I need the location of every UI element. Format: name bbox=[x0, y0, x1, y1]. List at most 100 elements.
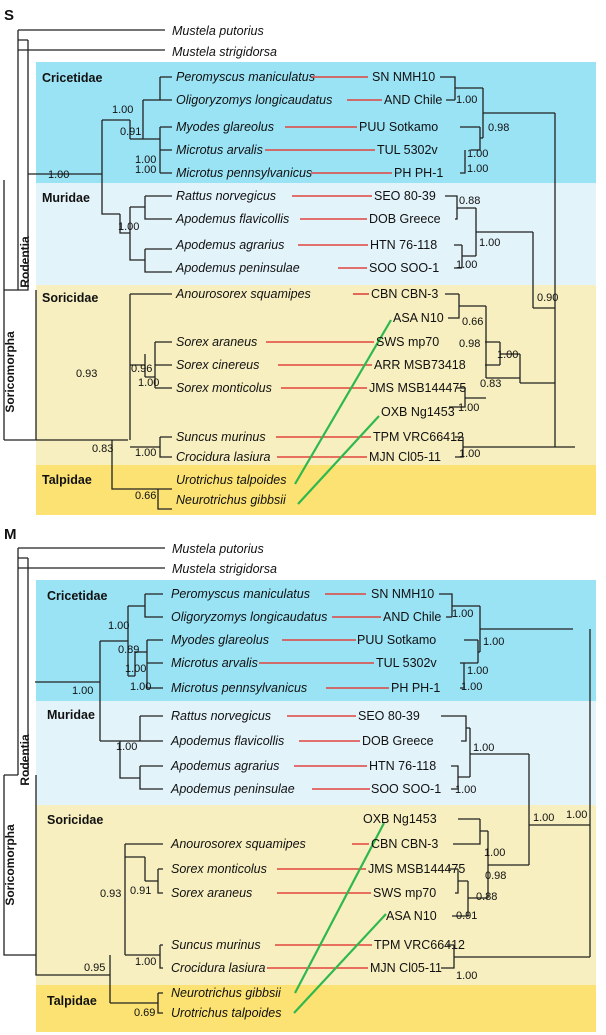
host-name: Neurotrichus gibbsii bbox=[171, 986, 282, 1000]
support-value: 1.00 bbox=[473, 742, 494, 754]
order-label-soricomorpha: Soricomorpha bbox=[3, 824, 17, 906]
support-value: 1.00 bbox=[116, 741, 137, 753]
support-value: 0.90 bbox=[537, 292, 558, 304]
family-label-soricidae: Soricidae bbox=[42, 291, 98, 305]
support-value: 1.00 bbox=[112, 104, 133, 116]
host-name: Microtus pennsylvanicus bbox=[176, 166, 312, 180]
family-label-cricetidae: Cricetidae bbox=[47, 589, 107, 603]
support-value: 0.89 bbox=[118, 644, 139, 656]
virus-name: JMS MSB144475 bbox=[369, 381, 466, 395]
support-value: 1.00 bbox=[483, 636, 504, 648]
support-value: 1.00 bbox=[135, 447, 156, 459]
support-value: 1.00 bbox=[135, 164, 156, 176]
support-value: 0.98 bbox=[459, 338, 480, 350]
support-value: 1.00 bbox=[479, 237, 500, 249]
support-value: 1.00 bbox=[461, 681, 482, 693]
family-label-muridae: Muridae bbox=[42, 191, 90, 205]
support-value: 1.00 bbox=[118, 221, 139, 233]
talpidae-band bbox=[36, 465, 596, 515]
support-value: 0.69 bbox=[134, 1007, 155, 1019]
host-name: Urotrichus talpoides bbox=[171, 1006, 281, 1020]
virus-name: OXB Ng1453 bbox=[363, 812, 437, 826]
panel-m: M Rodentia Soricomorpha Cricetidae Murid… bbox=[3, 526, 596, 1032]
support-value: 0.91 bbox=[130, 885, 151, 897]
support-value: 1.00 bbox=[48, 169, 69, 181]
support-value: 1.00 bbox=[456, 94, 477, 106]
support-value: 0.88 bbox=[476, 891, 497, 903]
host-name: Apodemus agrarius bbox=[175, 238, 284, 252]
order-label-soricomorpha: Soricomorpha bbox=[3, 331, 17, 413]
support-value: 1.00 bbox=[452, 608, 473, 620]
virus-name: MJN Cl05-11 bbox=[370, 961, 442, 975]
host-name: Oligoryzomys longicaudatus bbox=[176, 93, 332, 107]
host-name: Sorex araneus bbox=[171, 886, 252, 900]
support-value: 1.00 bbox=[72, 685, 93, 697]
host-name: Mustela strigidorsa bbox=[172, 45, 277, 59]
soricidae-band bbox=[36, 285, 596, 465]
support-value: 1.00 bbox=[108, 620, 129, 632]
host-name: Crocidura lasiura bbox=[176, 450, 271, 464]
virus-name: ASA N10 bbox=[386, 909, 437, 923]
support-value: 0.91 bbox=[456, 910, 477, 922]
virus-name: PH PH-1 bbox=[394, 166, 443, 180]
muridae-band bbox=[36, 701, 596, 805]
host-name: Microtus arvalis bbox=[176, 143, 263, 157]
cricetidae-band bbox=[36, 62, 596, 183]
support-value: 1.00 bbox=[467, 163, 488, 175]
host-name: Sorex monticolus bbox=[171, 862, 267, 876]
support-value: 1.00 bbox=[456, 259, 477, 271]
support-value: 1.00 bbox=[455, 784, 476, 796]
order-label-rodentia: Rodentia bbox=[18, 734, 32, 786]
host-name: Neurotrichus gibbsii bbox=[176, 493, 287, 507]
family-label-cricetidae: Cricetidae bbox=[42, 71, 102, 85]
support-value: 0.66 bbox=[462, 316, 483, 328]
support-value: 1.00 bbox=[456, 970, 477, 982]
host-name: Sorex araneus bbox=[176, 335, 257, 349]
support-value: 1.00 bbox=[497, 349, 518, 361]
host-name: Rattus norvegicus bbox=[176, 189, 276, 203]
virus-name: TUL 5302v bbox=[376, 656, 437, 670]
virus-name: SEO 80-39 bbox=[374, 189, 436, 203]
muridae-band bbox=[36, 183, 596, 285]
support-value: 0.98 bbox=[488, 122, 509, 134]
support-value: 1.00 bbox=[484, 847, 505, 859]
host-name: Suncus murinus bbox=[176, 430, 266, 444]
support-value: 0.66 bbox=[135, 490, 156, 502]
panel-letter: M bbox=[4, 526, 17, 543]
virus-name: MJN Cl05-11 bbox=[369, 450, 441, 464]
family-label-soricidae: Soricidae bbox=[47, 813, 103, 827]
virus-name: ARR MSB73418 bbox=[374, 358, 466, 372]
host-name: Apodemus peninsulae bbox=[175, 261, 300, 275]
support-value: 0.98 bbox=[485, 870, 506, 882]
virus-name: DOB Greece bbox=[369, 212, 441, 226]
host-name: Oligoryzomys longicaudatus bbox=[171, 610, 327, 624]
host-name: Microtus arvalis bbox=[171, 656, 258, 670]
host-switch-lines bbox=[294, 319, 392, 505]
virus-name: SN NMH10 bbox=[371, 587, 434, 601]
support-value: 1.00 bbox=[130, 681, 151, 693]
virus-name: SEO 80-39 bbox=[358, 709, 420, 723]
virus-name: PUU Sotkamo bbox=[359, 120, 438, 134]
order-label-rodentia: Rodentia bbox=[18, 236, 32, 288]
virus-name: TUL 5302v bbox=[377, 143, 438, 157]
family-label-muridae: Muridae bbox=[47, 708, 95, 722]
virus-name: SN NMH10 bbox=[372, 70, 435, 84]
family-label-talpidae: Talpidae bbox=[47, 994, 97, 1008]
support-value: 1.00 bbox=[138, 377, 159, 389]
host-name: Urotrichus talpoides bbox=[176, 473, 286, 487]
virus-name: HTN 76-118 bbox=[369, 759, 436, 773]
virus-name: OXB Ng1453 bbox=[381, 405, 455, 419]
support-value: 0.91 bbox=[120, 126, 141, 138]
host-name: Crocidura lasiura bbox=[171, 961, 266, 975]
virus-name: PH PH-1 bbox=[391, 681, 440, 695]
support-value: 1.00 bbox=[135, 956, 156, 968]
virus-name: SOO SOO-1 bbox=[371, 782, 441, 796]
host-name: Peromyscus maniculatus bbox=[171, 587, 310, 601]
support-value: 0.93 bbox=[76, 368, 97, 380]
host-tree bbox=[3, 547, 165, 1014]
support-value: 1.00 bbox=[459, 448, 480, 460]
support-value: 1.00 bbox=[467, 665, 488, 677]
host-name: Mustela putorius bbox=[172, 542, 264, 556]
virus-name: CBN CBN-3 bbox=[371, 287, 438, 301]
